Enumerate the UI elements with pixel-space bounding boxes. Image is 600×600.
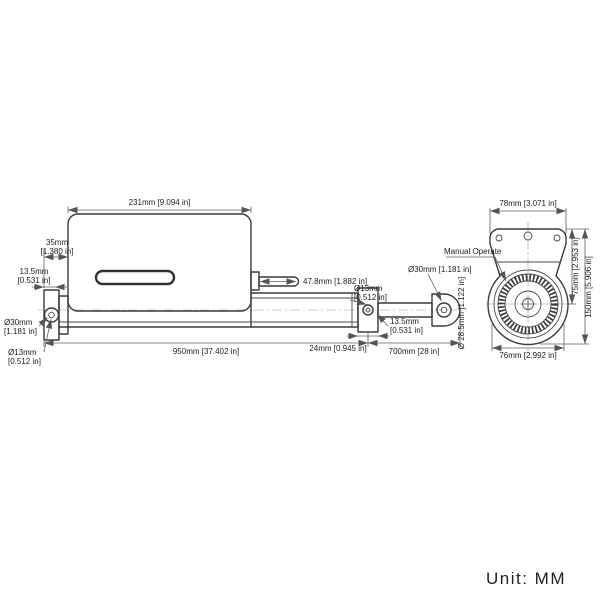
dim-front-pin-hole-in: [0.512 in]	[354, 293, 387, 302]
dim-bracket-width: 24mm [0.945 in]	[309, 344, 366, 353]
front-clevis-hole	[436, 302, 452, 318]
drive-shaft	[258, 276, 300, 287]
dim-rear-clevis-od-in: [1.181 in]	[4, 327, 37, 336]
dim-retracted-length: 950mm [37.402 in]	[173, 347, 239, 356]
end-view	[487, 228, 569, 346]
end-view-dimensions: Manual Operate 78mm [3.071 in] 75mm [2.9…	[444, 199, 593, 360]
right-ear-hole	[553, 234, 561, 242]
dim-rod-diameter: Ø 28.5mm [1.122 in]	[457, 277, 466, 349]
motor-face-ring	[493, 269, 563, 339]
front-bracket-pin-hole	[365, 307, 371, 313]
dim-rear-hole-offset-in: [0.531 in]	[18, 276, 51, 285]
gearbox-outline	[487, 228, 569, 346]
dim-rear-clevis-od-mm: Ø30mm	[4, 318, 33, 327]
dim-rear-mount-width-in: [1.380 in]	[41, 247, 74, 256]
label-manual-operate: Manual Operate	[444, 247, 502, 256]
dim-shaft-length: 47.8mm [1.882 in]	[303, 277, 367, 286]
dim-housing-length: 231mm [9.094 in]	[129, 198, 191, 207]
side-view-dimensions: 231mm [9.094 in] 35mm [1.380 in] 13.5mm …	[4, 198, 472, 366]
dim-motor-width: 76mm [2.992 in]	[499, 351, 556, 360]
dim-rear-mount-width-mm: 35mm	[46, 238, 69, 247]
shaft-collar	[250, 271, 260, 291]
dim-rear-pin-hole-mm: Ø13mm	[8, 348, 37, 357]
dim-upper-height: 75mm [2.953 in]	[571, 237, 580, 294]
knob-inner-ring	[514, 290, 542, 318]
dim-stroke-length: 700mm [28 in]	[389, 347, 440, 356]
rear-clevis-boss	[58, 295, 69, 335]
dim-gearbox-width: 78mm [3.071 in]	[499, 199, 556, 208]
left-ear-hole	[495, 234, 503, 242]
top-shaft-boss	[523, 231, 533, 241]
dim-front-hole-offset-mm: 13.5mm	[390, 317, 419, 326]
manual-knob-knurl	[498, 274, 558, 334]
dim-rear-hole-offset-mm: 13.5mm	[20, 267, 49, 276]
front-clevis-pin-hole	[440, 306, 448, 314]
handle-slot	[94, 269, 176, 286]
dim-front-pin-hole-mm: Ø13mm	[354, 284, 383, 293]
motor-housing	[67, 213, 252, 312]
dim-front-hole-offset-in: [0.531 in]	[390, 326, 423, 335]
rear-pin-hole	[48, 311, 55, 319]
unit-label: Unit: MM	[486, 569, 566, 588]
front-bracket-hole	[362, 304, 374, 316]
dim-rear-pin-hole-in: [0.512 in]	[8, 357, 41, 366]
rear-clevis-plate	[43, 289, 60, 341]
dim-overall-height: 150mm [5.906 in]	[584, 256, 593, 318]
front-clevis	[431, 293, 461, 327]
dim-front-clevis-od: Ø30mm [1.181 in]	[408, 265, 472, 274]
